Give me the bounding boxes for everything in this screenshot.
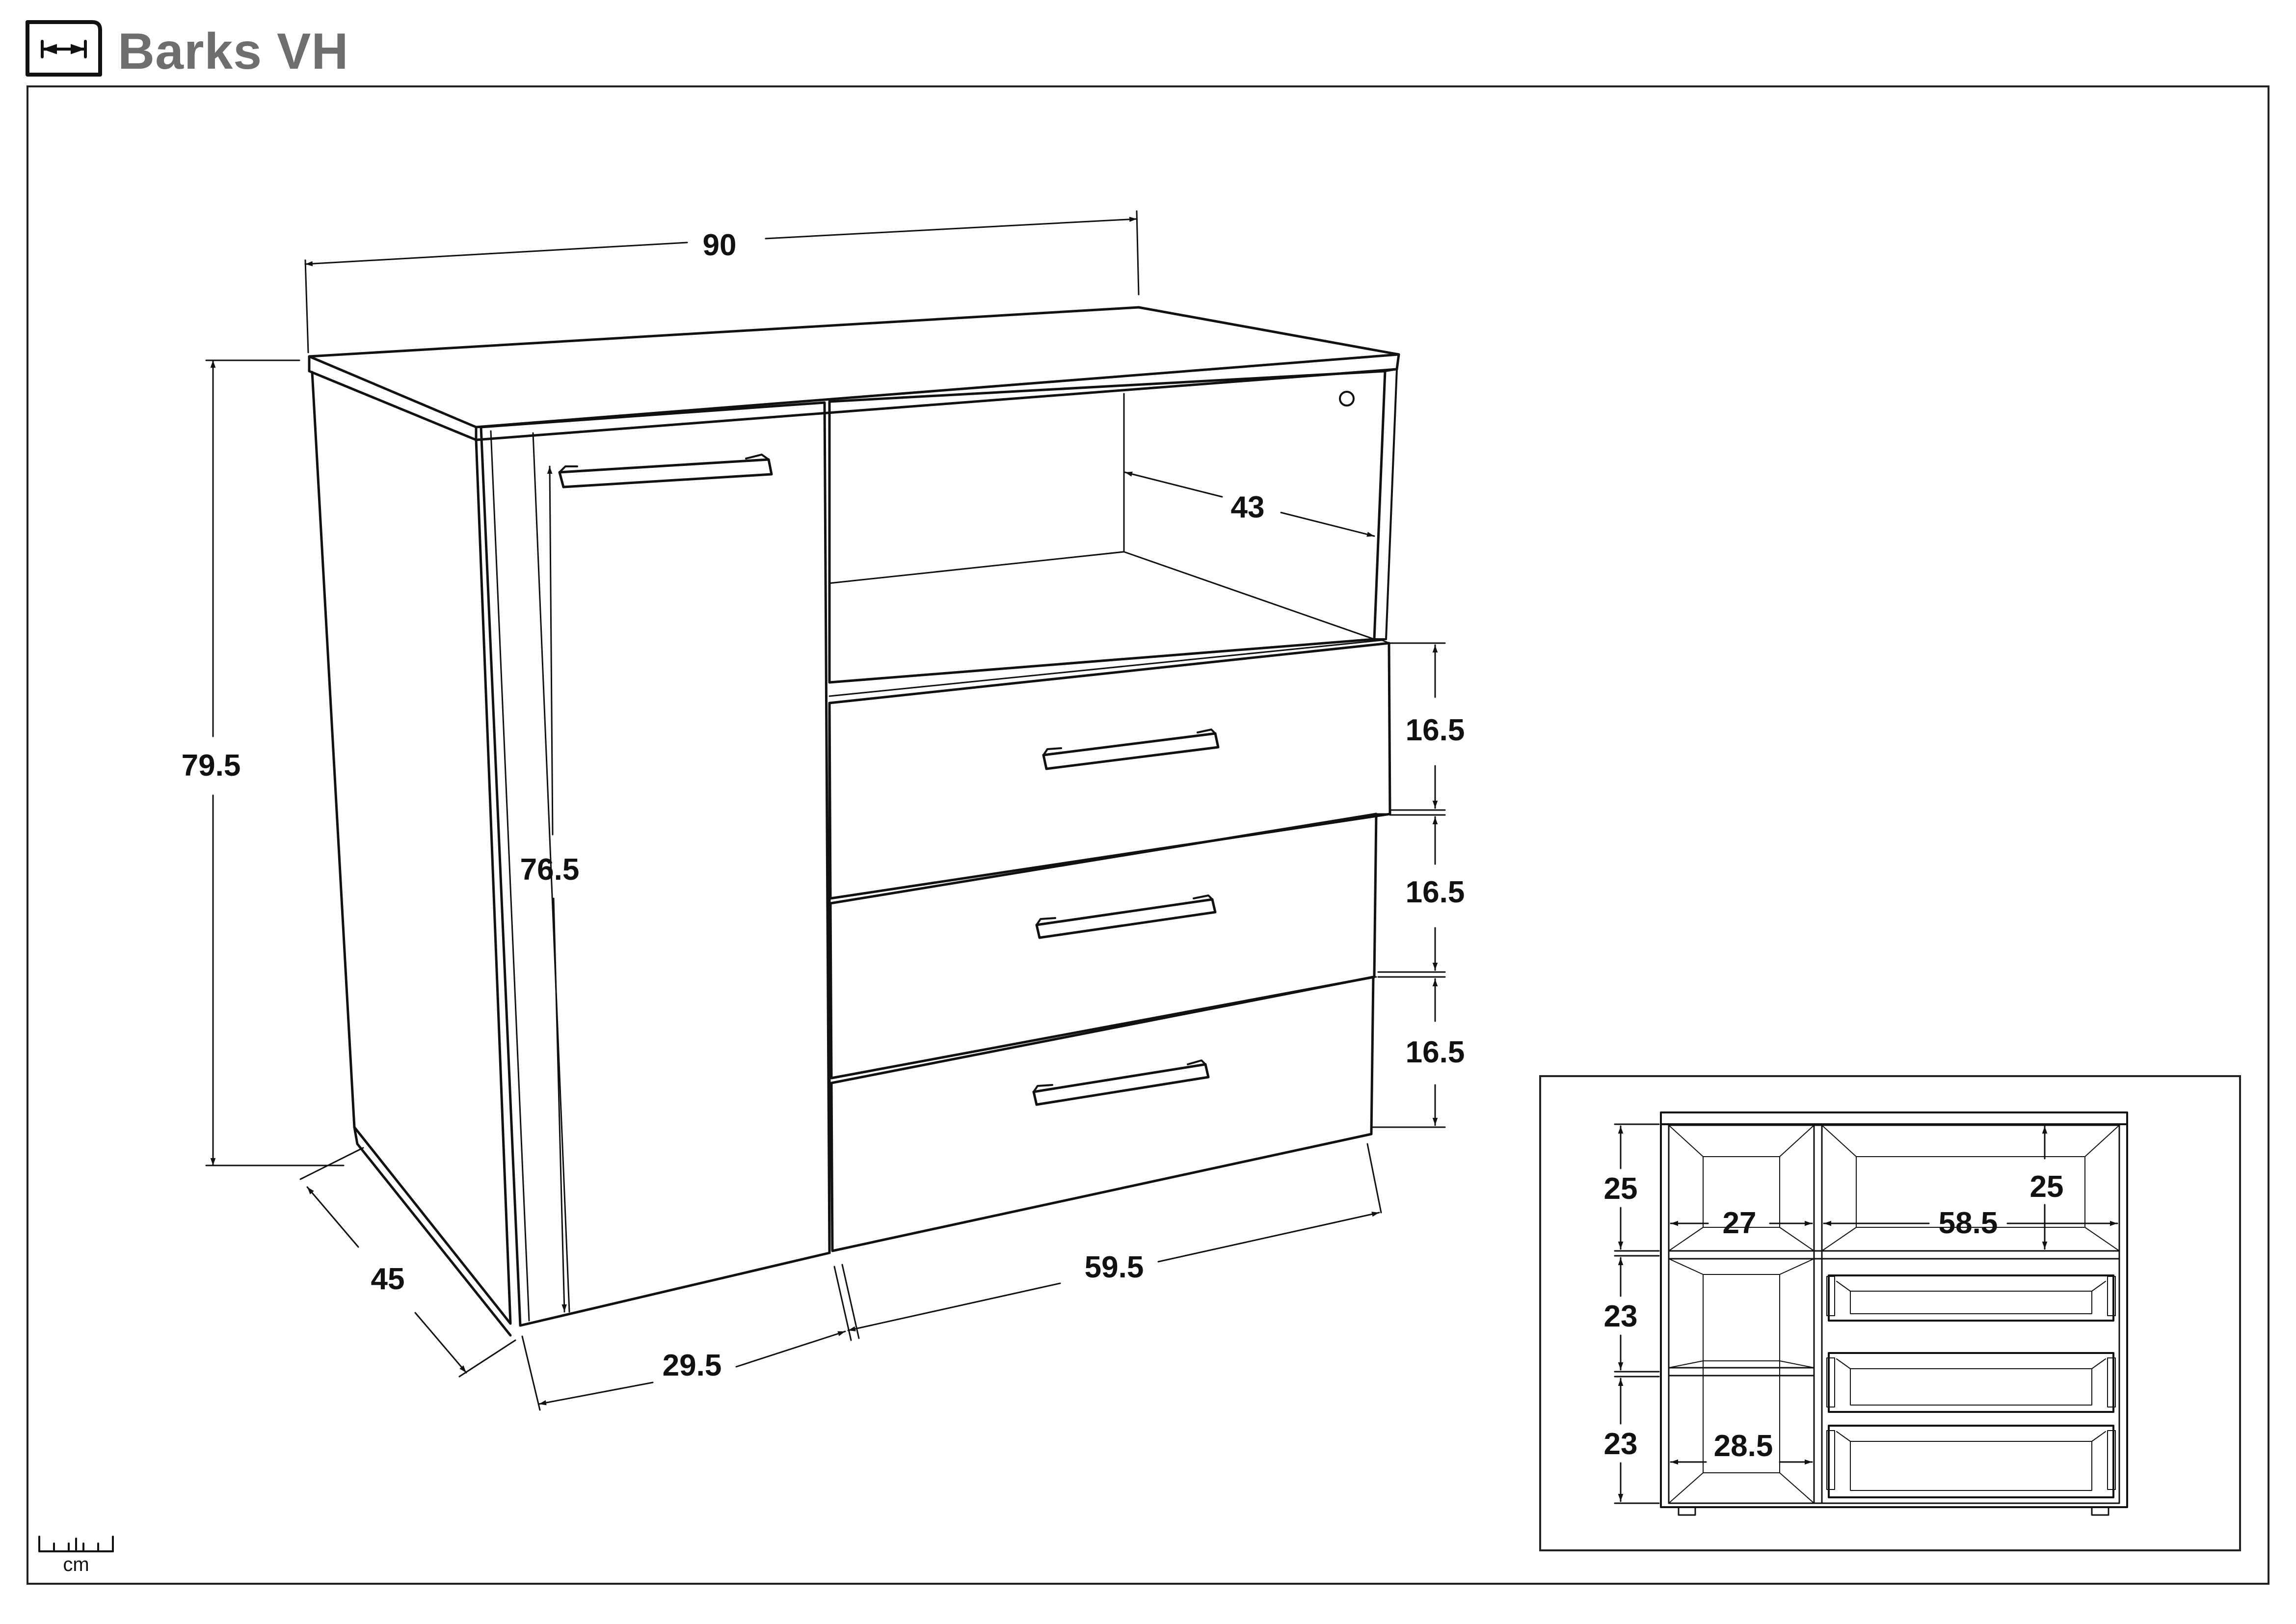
dim-shelf-depth: 43 [1231,490,1265,524]
inset-dim-lower-left-width: 28.5 [1714,1429,1773,1463]
inset-dim-right-width: 58.5 [1939,1206,1998,1240]
dim-door-width: 29.5 [663,1349,722,1382]
drawing-frame [27,85,2269,1585]
inset-frame [1539,1075,2241,1551]
dim-drawer-height-3: 16.5 [1406,1035,1465,1069]
dimension-lines [205,210,1446,1411]
inset-dim-upper-left-height: 25 [1604,1172,1638,1206]
dim-depth: 45 [371,1262,405,1296]
cabinet-illustration [308,306,1400,1337]
inset-dim-middle-height: 23 [1604,1299,1638,1333]
width-measure-icon [26,20,102,77]
product-title: Barks VH [118,23,349,80]
ruler-icon [38,1536,114,1552]
inset-dim-left-width: 27 [1723,1206,1757,1240]
dim-drawer-height-1: 16.5 [1406,713,1465,747]
inset-dimension-lines [1614,1123,2118,1504]
dim-drawer-height-2: 16.5 [1406,875,1465,909]
dim-drawer-section-width: 59.5 [1085,1250,1144,1284]
scale-unit-label: cm [63,1554,89,1575]
dim-total-height: 79.5 [182,749,241,783]
dim-total-width: 90 [703,228,737,262]
inset-front-view [1660,1111,2128,1516]
inset-dim-upper-right-height: 25 [2030,1170,2064,1204]
dim-door-height: 76.5 [520,853,580,887]
inset-dim-lower-height: 23 [1604,1427,1638,1461]
